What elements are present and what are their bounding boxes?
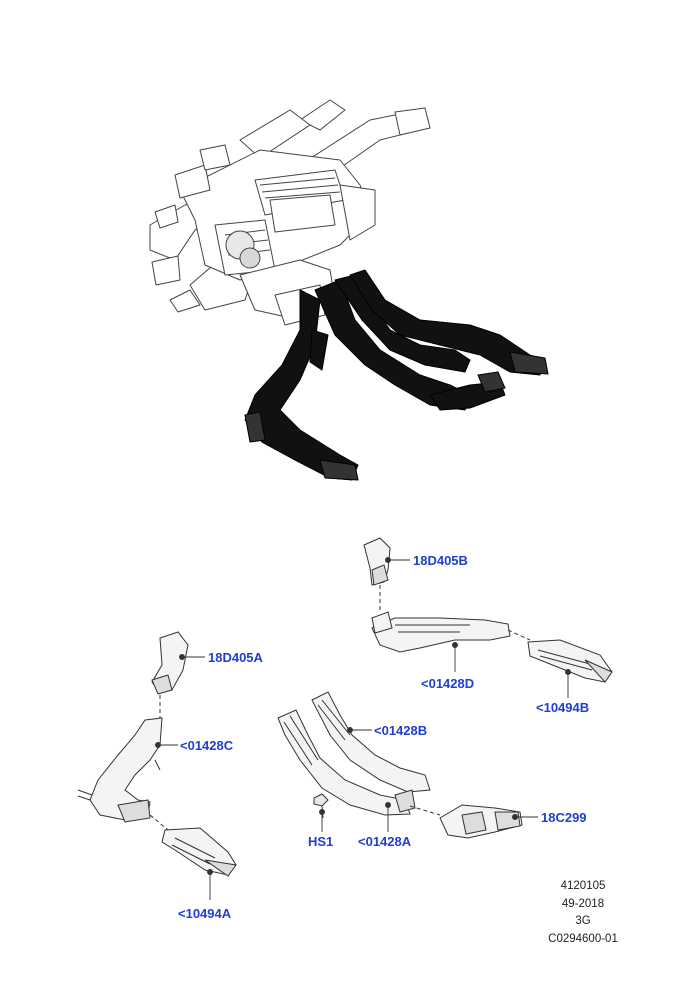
callout-labels: 18D405B <01428D <10494B 18D405A <01428C … bbox=[178, 553, 589, 921]
hvac-assembly bbox=[149, 99, 431, 326]
callout-18D405A: 18D405A bbox=[208, 650, 264, 665]
drawing-reference-line4: C0294600-01 bbox=[548, 933, 618, 945]
callout-01428D: <01428D bbox=[421, 676, 474, 691]
part-18C299 bbox=[439, 804, 523, 839]
part-18D405A bbox=[151, 631, 189, 718]
drawing-reference-line2: 49-2018 bbox=[561, 898, 605, 910]
leader-lines bbox=[155, 557, 571, 900]
callout-18C299: 18C299 bbox=[541, 810, 587, 825]
callout-10494B: <10494B bbox=[536, 700, 589, 715]
part-01428C bbox=[77, 717, 169, 831]
callout-01428B: <01428B bbox=[374, 723, 427, 738]
callout-18D405B: 18D405B bbox=[413, 553, 468, 568]
part-01428B bbox=[311, 691, 431, 793]
drawing-reference-line3: 3G bbox=[575, 915, 591, 927]
part-10494A bbox=[161, 827, 237, 877]
callout-01428C: <01428C bbox=[180, 738, 234, 753]
drawing-reference-line1: 4120105 bbox=[560, 880, 606, 892]
part-01428A bbox=[277, 709, 441, 816]
callout-10494A: <10494A bbox=[178, 906, 232, 921]
callout-01428A: <01428A bbox=[358, 834, 412, 849]
part-18D405B bbox=[363, 537, 391, 610]
part-01428D bbox=[371, 611, 531, 653]
callout-HS1: HS1 bbox=[308, 834, 333, 849]
part-10494B bbox=[527, 639, 613, 683]
floor-duct-assembly bbox=[244, 269, 549, 481]
